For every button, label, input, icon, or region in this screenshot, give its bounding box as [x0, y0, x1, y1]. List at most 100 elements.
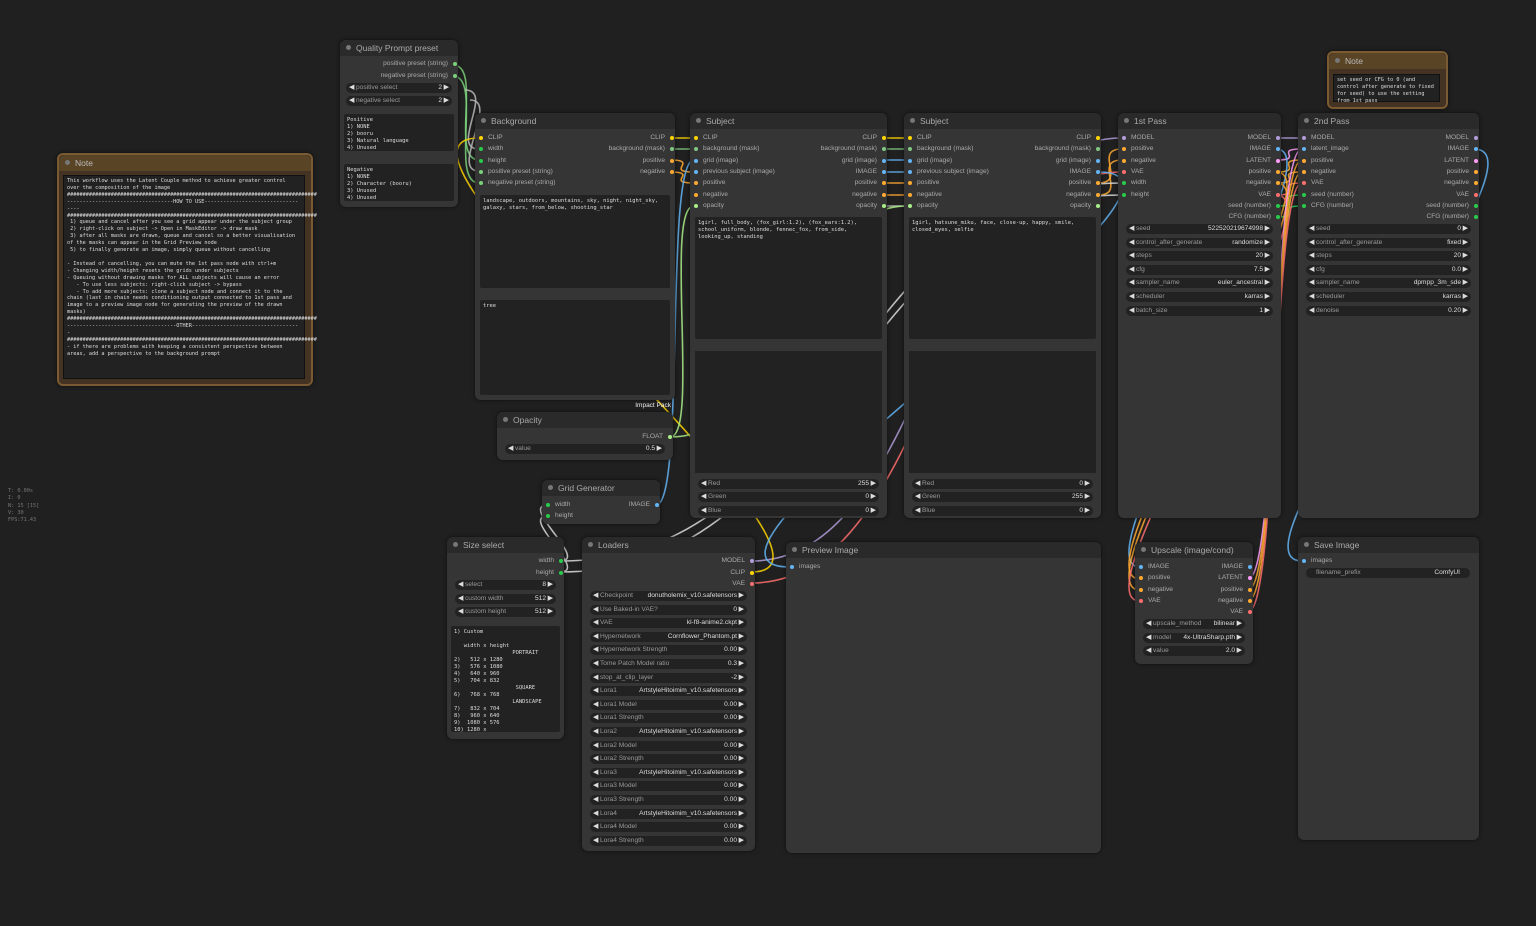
- mask-preview[interactable]: [695, 351, 882, 473]
- slot-connector-icon[interactable]: [694, 136, 698, 140]
- output-image[interactable]: IMAGE: [1448, 144, 1479, 154]
- increment-icon[interactable]: ▶: [1462, 293, 1468, 300]
- slot-connector-icon[interactable]: [1248, 565, 1252, 569]
- output-model[interactable]: MODEL: [1248, 133, 1281, 143]
- decrement-icon[interactable]: ◀: [593, 714, 599, 722]
- input-image[interactable]: IMAGE: [1138, 562, 1169, 572]
- slot-connector-icon[interactable]: [1122, 158, 1126, 163]
- input-negative[interactable]: negative: [907, 190, 942, 200]
- output-cfg-number[interactable]: CFG (number): [1229, 212, 1282, 222]
- increment-icon[interactable]: ▶: [1462, 252, 1468, 260]
- slot-connector-icon[interactable]: [694, 192, 698, 197]
- output-background-mask[interactable]: background (mask): [821, 144, 887, 154]
- output-image[interactable]: IMAGE: [1070, 167, 1101, 177]
- input-model[interactable]: MODEL: [1301, 133, 1334, 143]
- slot-connector-icon[interactable]: [1302, 192, 1306, 197]
- slot-connector-icon[interactable]: [882, 181, 886, 186]
- slot-connector-icon[interactable]: [670, 147, 674, 152]
- input-model[interactable]: MODEL: [1121, 133, 1154, 143]
- input-height[interactable]: height: [478, 156, 506, 166]
- input-opacity[interactable]: opacity: [907, 201, 938, 211]
- decrement-icon[interactable]: ◀: [458, 608, 464, 616]
- negative-preset-text[interactable]: Negative 1) NONE 2) Character (booru) 3)…: [344, 164, 454, 201]
- increment-icon[interactable]: ▶: [1084, 480, 1090, 487]
- increment-icon[interactable]: ▶: [738, 728, 744, 735]
- input-background-mask[interactable]: background (mask): [693, 144, 759, 154]
- increment-icon[interactable]: ▶: [1084, 507, 1090, 514]
- decrement-icon[interactable]: ◀: [915, 493, 921, 500]
- input-negative-preset-string[interactable]: negative preset (string): [478, 178, 555, 188]
- slot-connector-icon[interactable]: [1139, 587, 1143, 592]
- stop-at-clip-layer-widget[interactable]: ◀stop_at_clip_layer-2▶: [590, 672, 747, 683]
- input-positive[interactable]: positive: [1121, 144, 1153, 154]
- increment-icon[interactable]: ▶: [738, 660, 744, 667]
- increment-icon[interactable]: ▶: [1462, 306, 1468, 314]
- slot-connector-icon[interactable]: [694, 181, 698, 186]
- output-vae[interactable]: VAE: [1258, 190, 1281, 200]
- output-positive-preset[interactable]: positive preset (string): [383, 59, 458, 69]
- decrement-icon[interactable]: ◀: [593, 809, 599, 817]
- output-vae[interactable]: VAE: [1230, 607, 1253, 617]
- slot-connector-icon[interactable]: [1096, 203, 1100, 208]
- note-text[interactable]: This workflow uses the Latent Couple met…: [63, 175, 317, 379]
- increment-icon[interactable]: ▶: [1462, 238, 1468, 246]
- decrement-icon[interactable]: ◀: [593, 619, 599, 627]
- input-vae[interactable]: VAE: [1301, 178, 1324, 188]
- slot-connector-icon[interactable]: [1474, 136, 1478, 140]
- slot-connector-icon[interactable]: [1248, 598, 1252, 603]
- output-negative[interactable]: negative: [1246, 178, 1281, 188]
- increment-icon[interactable]: ▶: [738, 809, 744, 817]
- slot-connector-icon[interactable]: [882, 192, 886, 197]
- slot-connector-icon[interactable]: [1474, 169, 1478, 174]
- output-vae[interactable]: VAE: [732, 579, 755, 589]
- slot-connector-icon[interactable]: [1276, 181, 1280, 186]
- decrement-icon[interactable]: ◀: [1129, 252, 1135, 260]
- slot-connector-icon[interactable]: [1096, 169, 1100, 174]
- input-seed-number[interactable]: seed (number): [1301, 190, 1354, 200]
- increment-icon[interactable]: ▶: [738, 782, 744, 790]
- output-latent[interactable]: LATENT: [1218, 573, 1253, 583]
- output-clip[interactable]: CLIP: [650, 133, 675, 143]
- slot-connector-icon[interactable]: [1122, 181, 1126, 186]
- input-grid-image[interactable]: grid (image): [693, 156, 738, 166]
- input-previous-subject-image[interactable]: previous subject (image): [693, 167, 775, 177]
- grid-generator-node[interactable]: Grid Generator width height IMAGE: [542, 480, 660, 524]
- slot-connector-icon[interactable]: [882, 136, 886, 140]
- output-clip[interactable]: CLIP: [1076, 133, 1101, 143]
- slot-connector-icon[interactable]: [1096, 136, 1100, 140]
- input-positive[interactable]: positive: [693, 178, 725, 188]
- increment-icon[interactable]: ▶: [738, 687, 744, 695]
- increment-icon[interactable]: ▶: [1236, 647, 1242, 655]
- slot-connector-icon[interactable]: [882, 169, 886, 174]
- decrement-icon[interactable]: ◀: [1309, 279, 1315, 287]
- input-positive[interactable]: positive: [907, 178, 939, 188]
- input-width[interactable]: width: [1121, 178, 1146, 188]
- output-background-mask[interactable]: background (mask): [1035, 144, 1101, 154]
- slot-connector-icon[interactable]: [1096, 147, 1100, 152]
- output-image[interactable]: IMAGE: [629, 500, 660, 510]
- decrement-icon[interactable]: ◀: [1309, 265, 1315, 273]
- increment-icon[interactable]: ▶: [1236, 620, 1242, 627]
- slot-connector-icon[interactable]: [1122, 192, 1126, 197]
- output-negative[interactable]: negative: [1444, 178, 1479, 188]
- quality-prompt-preset-node[interactable]: Quality Prompt preset positive preset (s…: [340, 40, 458, 207]
- decrement-icon[interactable]: ◀: [915, 480, 921, 487]
- output-image[interactable]: IMAGE: [856, 167, 887, 177]
- slot-connector-icon[interactable]: [1122, 136, 1126, 140]
- output-seed-number[interactable]: seed (number): [1426, 201, 1479, 211]
